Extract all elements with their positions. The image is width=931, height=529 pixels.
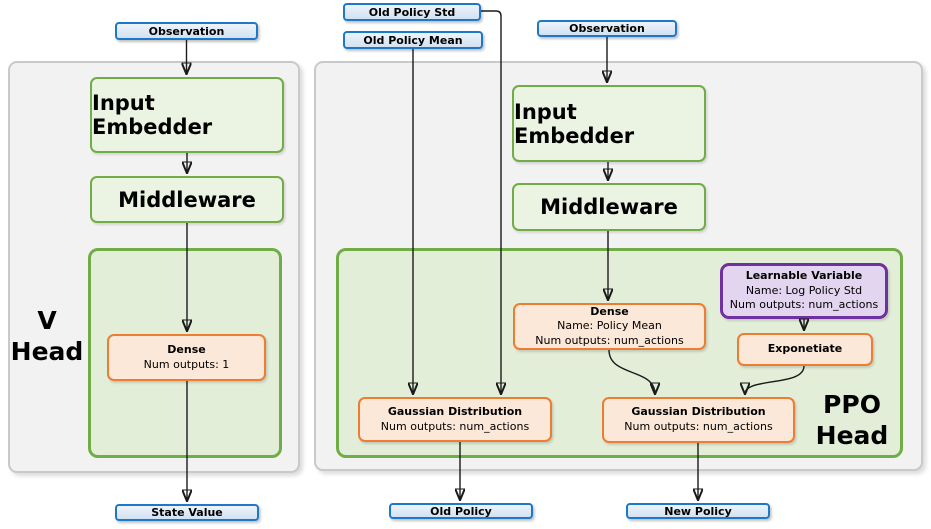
node-input-embedder-ppo: Input Embedder: [512, 85, 706, 162]
io-old-policy: Old Policy: [389, 503, 533, 519]
io-old-policy-mean: Old Policy Mean: [343, 31, 483, 49]
node-middleware-left-label: Middleware: [118, 187, 256, 212]
node-gaussian-old-title: Gaussian Distribution: [387, 404, 523, 418]
node-learnable-variable: Learnable Variable Name: Log Policy Std …: [720, 263, 888, 319]
node-dense-v-line1: Num outputs: 1: [143, 357, 230, 371]
io-state-value-label: State Value: [151, 506, 223, 519]
label-ppo-head-line2: Head: [815, 421, 889, 450]
node-gaussian-new-line1: Num outputs: num_actions: [624, 420, 773, 433]
io-new-policy: New Policy: [626, 503, 770, 519]
node-learnable-variable-title: Learnable Variable: [745, 268, 863, 282]
node-gaussian-distribution-new: Gaussian Distribution Num outputs: num_a…: [602, 397, 795, 443]
io-observation-ppo: Observation: [537, 20, 677, 37]
node-input-embedder-left-label: Input Embedder: [92, 91, 213, 139]
io-observation-ppo-label: Observation: [569, 22, 645, 35]
node-dense-v: Dense Num outputs: 1: [107, 334, 266, 381]
node-dense-v-title: Dense: [167, 342, 206, 356]
io-state-value: State Value: [115, 504, 259, 521]
node-middleware-left: Middleware: [90, 176, 284, 223]
label-ppo-head-line1: PPO: [823, 389, 881, 419]
label-v-head-line2: Head: [10, 337, 84, 366]
io-observation-left-label: Observation: [148, 24, 225, 38]
label-v-head-line1: V: [37, 305, 57, 335]
io-old-policy-label: Old Policy: [430, 504, 492, 518]
node-gaussian-new-title: Gaussian Distribution: [631, 405, 766, 419]
node-gaussian-old-line1: Num outputs: num_actions: [380, 419, 530, 433]
node-learnable-variable-line2: Num outputs: num_actions: [729, 298, 879, 312]
node-input-embedder-ppo-label: Input Embedder: [514, 99, 635, 148]
io-new-policy-label: New Policy: [664, 504, 732, 518]
label-ppo-head: PPO Head: [810, 390, 894, 450]
node-middleware-ppo-label: Middleware: [540, 195, 678, 219]
io-observation-left: Observation: [115, 22, 258, 40]
node-dense-policy-mean-line2: Num outputs: num_actions: [535, 333, 684, 347]
node-middleware-ppo: Middleware: [512, 183, 706, 231]
io-old-policy-std: Old Policy Std: [343, 3, 481, 21]
node-exponetiate-label: Exponetiate: [767, 342, 843, 356]
label-v-head: V Head: [10, 303, 84, 369]
node-dense-policy-mean: Dense Name: Policy Mean Num outputs: num…: [513, 303, 706, 350]
node-input-embedder-left: Input Embedder: [90, 77, 284, 153]
node-learnable-variable-line1: Name: Log Policy Std: [745, 283, 863, 297]
node-dense-policy-mean-line1: Name: Policy Mean: [557, 319, 662, 333]
node-dense-policy-mean-title: Dense: [590, 304, 629, 318]
node-gaussian-distribution-old: Gaussian Distribution Num outputs: num_a…: [358, 397, 552, 442]
node-exponetiate: Exponetiate: [737, 333, 873, 366]
io-old-policy-mean-label: Old Policy Mean: [363, 33, 463, 47]
io-old-policy-std-label: Old Policy Std: [368, 5, 456, 19]
